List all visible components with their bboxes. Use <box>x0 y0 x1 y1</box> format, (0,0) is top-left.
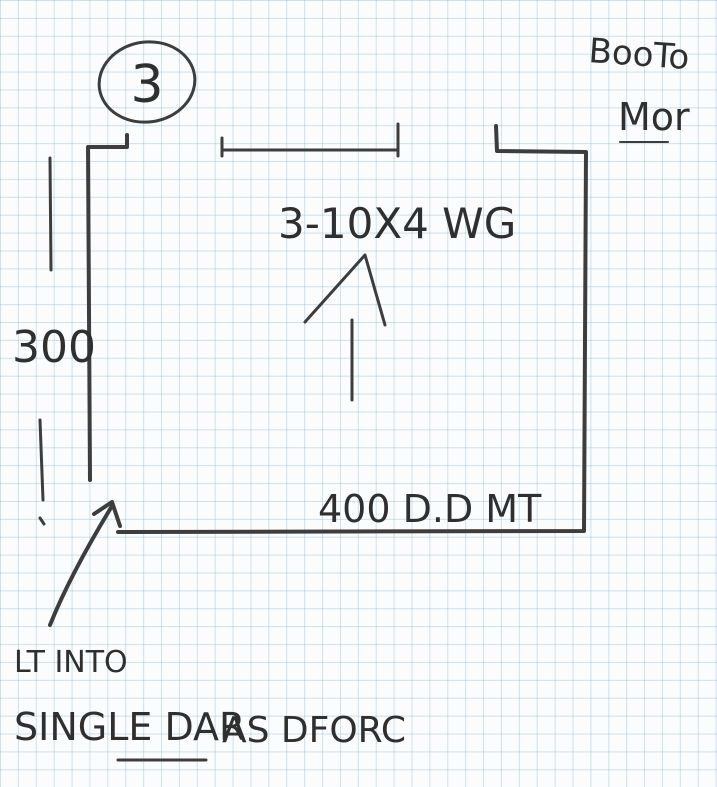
note-line2-underlined: SINGLE DAR <box>14 705 245 749</box>
sheet-number-circle <box>97 40 197 124</box>
airflow-arrow-head <box>303 253 387 327</box>
dimension-line-lower <box>38 418 45 502</box>
note-arrow <box>48 500 122 627</box>
note-line2-rest: AS DFORC <box>222 710 406 751</box>
sheet-number-marker: 3 <box>97 40 197 124</box>
note-line1: LT INTO <box>14 645 128 680</box>
sheet-number: 3 <box>130 55 163 115</box>
side-dimension: 300 <box>12 156 96 526</box>
note-arrow-head <box>92 500 122 528</box>
side-dimension-label: 300 <box>12 322 96 373</box>
room-wall-left-top <box>86 133 129 482</box>
unit-label: 3-10X4 WG <box>278 199 516 248</box>
room-wall-bottom-right <box>116 124 588 534</box>
dimension-line-upper <box>48 156 53 272</box>
room-outline <box>86 122 588 534</box>
dimension-tick-end <box>38 516 46 526</box>
corner-note-line2: Mor <box>618 95 690 139</box>
bottom-dimension-label: 400 D.D MT <box>318 487 542 531</box>
corner-note-line1: BooTo <box>587 31 690 78</box>
airflow-arrow <box>303 253 387 402</box>
corner-note: BooTo Mor <box>587 31 691 143</box>
bottom-note: LT INTO SINGLE DAR AS DFORC <box>14 645 406 762</box>
note-arrow-shaft <box>48 504 114 627</box>
